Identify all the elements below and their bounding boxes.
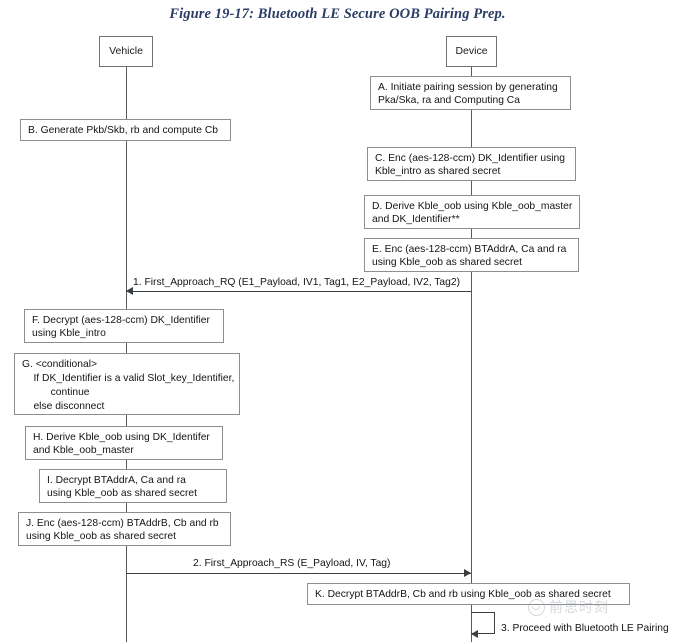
message-arrowhead-1 xyxy=(126,287,133,295)
lifeline-device xyxy=(471,66,472,642)
message-line-2 xyxy=(126,573,471,574)
note-box-f[interactable]: F. Decrypt (aes-128-ccm) DK_Identifier u… xyxy=(24,309,224,343)
note-box-g[interactable]: G. <conditional> If DK_Identifier is a v… xyxy=(14,353,240,415)
note-box-a[interactable]: A. Initiate pairing session by generatin… xyxy=(370,76,571,110)
figure-title: Figure 19-17: Bluetooth LE Secure OOB Pa… xyxy=(169,6,506,22)
actor-label-vehicle: Vehicle xyxy=(109,45,143,58)
note-box-h[interactable]: H. Derive Kble_oob using DK_Identifer an… xyxy=(25,426,223,460)
message-arrowhead-3 xyxy=(471,630,478,638)
message-label-1: 1. First_Approach_RQ (E1_Payload, IV1, T… xyxy=(133,277,461,288)
message-label-2: 2. First_Approach_RS (E_Payload, IV, Tag… xyxy=(193,558,391,569)
note-box-j[interactable]: J. Enc (aes-128-ccm) BTAddrB, Cb and rb … xyxy=(18,512,231,546)
actor-box-vehicle[interactable]: Vehicle xyxy=(99,36,153,67)
note-box-c[interactable]: C. Enc (aes-128-ccm) DK_Identifier using… xyxy=(367,147,576,181)
message-label-3: 3. Proceed with Bluetooth LE Pairing xyxy=(501,623,669,634)
message-arrowhead-2 xyxy=(464,569,471,577)
message-self-loop-3 xyxy=(471,612,495,634)
note-box-k[interactable]: K. Decrypt BTAddrB, Cb and rb using Kble… xyxy=(307,583,630,605)
actor-box-device[interactable]: Device xyxy=(446,36,497,67)
note-box-e[interactable]: E. Enc (aes-128-ccm) BTAddrA, Ca and ra … xyxy=(364,238,579,272)
note-box-i[interactable]: I. Decrypt BTAddrA, Ca and ra using Kble… xyxy=(39,469,227,503)
note-box-b[interactable]: B. Generate Pkb/Skb, rb and compute Cb xyxy=(20,119,231,141)
note-box-d[interactable]: D. Derive Kble_oob using Kble_oob_master… xyxy=(364,195,580,229)
message-line-1 xyxy=(126,291,471,292)
actor-label-device: Device xyxy=(455,45,488,58)
